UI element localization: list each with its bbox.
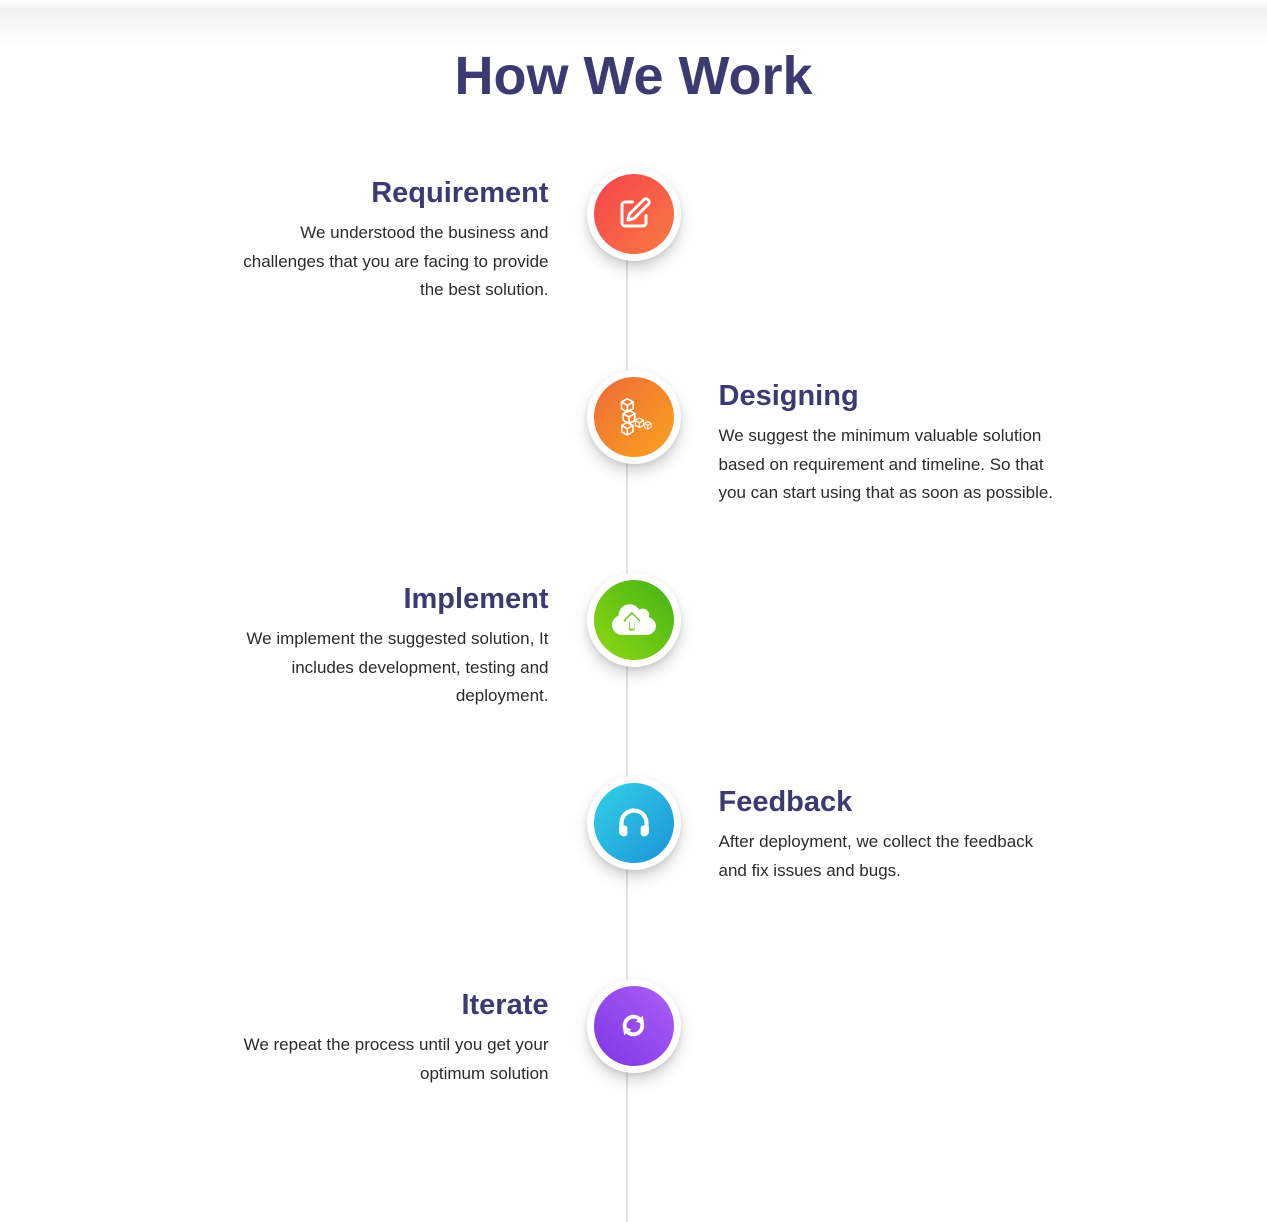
cloud-upload-icon <box>611 604 656 636</box>
step-title: Iterate <box>461 988 549 1021</box>
headphones-icon <box>618 808 649 837</box>
cubes-icon <box>620 397 652 436</box>
step-icon-circle <box>593 173 674 254</box>
page-title: How We Work <box>454 46 813 106</box>
step-icon-badge <box>586 775 681 870</box>
step-text-block: Iterate We repeat the process until you … <box>219 979 549 1182</box>
step-icon-circle <box>593 579 674 660</box>
step-text-block: Feedback After deployment, we collect th… <box>719 776 1057 979</box>
step-text-block: Requirement We understood the business a… <box>219 167 549 370</box>
step-icon-circle <box>593 985 674 1066</box>
step-title: Designing <box>718 379 859 412</box>
step-description: After deployment, we collect the feedbac… <box>718 832 1034 880</box>
step-description: We implement the suggested solution, It … <box>246 629 549 706</box>
step-icon-badge <box>586 369 681 464</box>
timeline-step-feedback: Feedback After deployment, we collect th… <box>0 775 1267 979</box>
edit-icon <box>620 197 651 228</box>
timeline: Requirement We understood the business a… <box>0 166 1267 1222</box>
step-text-block: Designing We suggest the minimum valuabl… <box>719 370 1057 573</box>
step-icon-circle <box>593 782 674 863</box>
step-icon-circle <box>593 376 674 457</box>
step-title: Implement <box>403 582 549 615</box>
sync-icon <box>622 1015 645 1037</box>
step-icon-badge <box>586 572 681 667</box>
step-icon-badge <box>586 978 681 1073</box>
step-description: We suggest the minimum valuable solution… <box>718 426 1054 503</box>
step-title: Feedback <box>718 785 853 818</box>
timeline-step-requirement: Requirement We understood the business a… <box>0 166 1267 370</box>
timeline-line <box>626 212 628 1222</box>
step-text-block: Implement We implement the suggested sol… <box>219 573 549 776</box>
step-title: Requirement <box>371 176 549 209</box>
step-icon-badge <box>586 166 681 261</box>
timeline-step-designing: Designing We suggest the minimum valuabl… <box>0 369 1267 573</box>
step-description: We repeat the process until you get your… <box>243 1035 549 1083</box>
timeline-step-iterate: Iterate We repeat the process until you … <box>0 978 1267 1182</box>
step-description: We understood the business and challenge… <box>243 223 549 300</box>
timeline-step-implement: Implement We implement the suggested sol… <box>0 572 1267 776</box>
